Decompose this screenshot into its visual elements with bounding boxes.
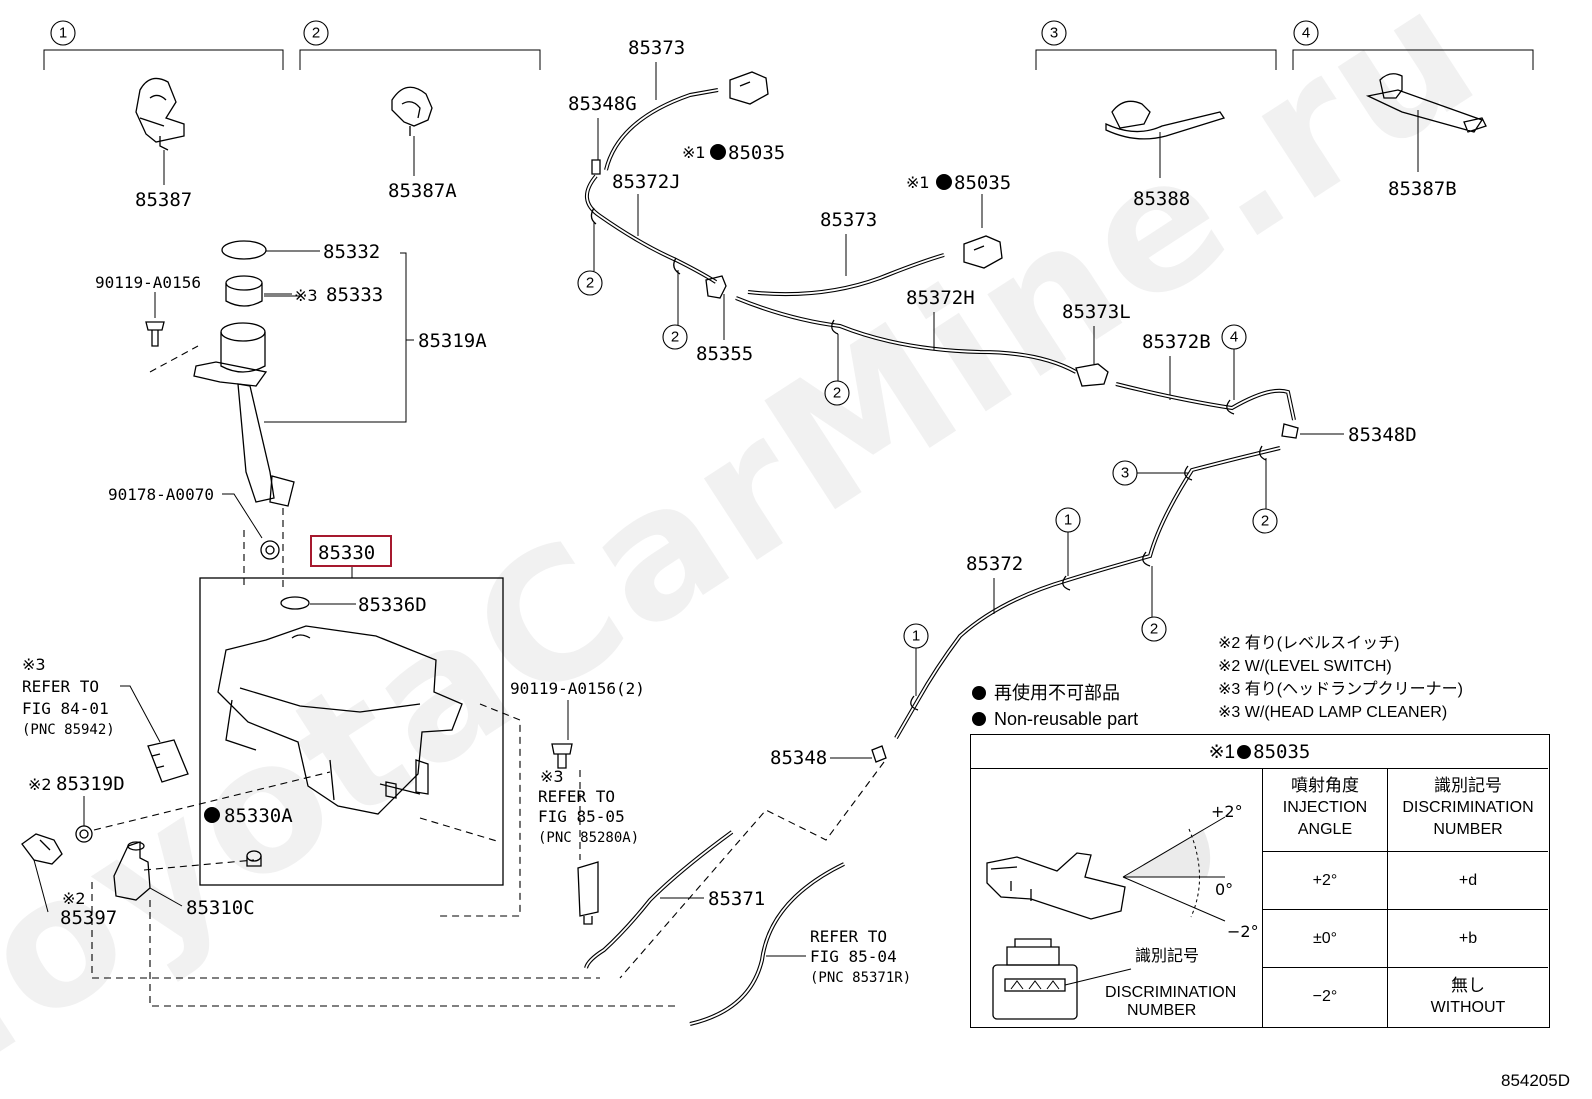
svg-text:85330A: 85330A	[224, 805, 293, 827]
filled-dot-icon	[1237, 745, 1252, 759]
label-85387A: 85387A	[388, 180, 457, 202]
group-1: 1 85387	[43, 20, 284, 211]
non-reusable-legend: 再使用不可部品 Non-reusable part	[972, 680, 1138, 732]
filler-assembly: 85332 ※3 85333 85319A 90119-A0156 90178-…	[95, 240, 487, 590]
svg-text:2: 2	[312, 25, 320, 42]
svg-text:90178-A0070: 90178-A0070	[108, 485, 214, 504]
svg-text:85348: 85348	[770, 747, 827, 769]
nozzle-angle-illustration: +2° 0° −2° 識別記号 DISCRIMINATION NUMBER	[986, 802, 1259, 1020]
svg-text:1: 1	[1064, 512, 1072, 529]
svg-text:3: 3	[1050, 25, 1058, 42]
filled-dot-icon	[972, 712, 986, 726]
svg-text:2: 2	[1261, 513, 1269, 530]
svg-text:※1: ※1	[906, 173, 930, 192]
svg-text:85319D: 85319D	[56, 773, 125, 795]
svg-text:FIG 85-04: FIG 85-04	[810, 947, 897, 966]
svg-text:85373: 85373	[820, 209, 877, 231]
svg-text:(PNC 85280A): (PNC 85280A)	[538, 830, 639, 846]
hose-routing-main: 3 2 1 2 1 85372 85348 85371 REFER TO	[584, 445, 1281, 1026]
table-cell: +b	[1458, 930, 1478, 947]
svg-text:85319A: 85319A	[418, 330, 487, 352]
svg-text:85397: 85397	[60, 907, 117, 929]
svg-text:85373L: 85373L	[1062, 301, 1131, 323]
svg-text:FIG 85-05: FIG 85-05	[538, 807, 625, 826]
svg-text:DISCRIMINATION: DISCRIMINATION	[1105, 984, 1236, 1001]
svg-text:※3: ※3	[540, 767, 564, 786]
svg-text:85372B: 85372B	[1142, 331, 1211, 353]
svg-text:REFER TO: REFER TO	[22, 677, 99, 696]
svg-text:85348G: 85348G	[568, 93, 637, 115]
table-cell: +2°	[1312, 872, 1338, 889]
svg-text:※3: ※3	[294, 286, 318, 305]
svg-text:2: 2	[1150, 621, 1158, 638]
svg-text:※2: ※2	[28, 775, 52, 794]
svg-text:2: 2	[833, 385, 841, 402]
svg-text:85348D: 85348D	[1348, 424, 1417, 446]
svg-text:※3: ※3	[22, 655, 46, 674]
bolt-and-headlamp-ref: 90119-A0156(2) ※3 REFER TO FIG 85-05 (PN…	[510, 679, 645, 925]
svg-text:4: 4	[1302, 25, 1310, 42]
svg-text:85035: 85035	[728, 142, 785, 164]
svg-text:85336D: 85336D	[358, 594, 427, 616]
highlight-box-85330	[310, 535, 392, 567]
label-85330: 85330	[318, 542, 375, 564]
svg-text:NUMBER: NUMBER	[1127, 1002, 1196, 1019]
svg-text:2: 2	[671, 329, 679, 346]
group-4: 4 85387B	[1292, 20, 1534, 200]
note-line: ※2 W/(LEVEL SWITCH)	[1218, 658, 1392, 675]
filled-dot-icon	[972, 686, 986, 700]
svg-text:85310C: 85310C	[186, 897, 255, 919]
svg-text:85035: 85035	[954, 172, 1011, 194]
note-line: ※3 有り(ヘッドランプクリーナー)	[1218, 681, 1463, 698]
svg-text:−2°: −2°	[1227, 922, 1259, 941]
hose-routing-top: 85373 85348G ※1 85035 85372J 2 2 85355 ※…	[568, 37, 1417, 446]
svg-text:85355: 85355	[696, 343, 753, 365]
svg-text:※2: ※2	[62, 889, 86, 908]
note-line: ※3 W/(HEAD LAMP CLEANER)	[1218, 704, 1448, 721]
svg-text:FIG 84-01: FIG 84-01	[22, 699, 109, 718]
table-cell: 無し WITHOUT	[1430, 976, 1506, 1016]
svg-text:(PNC 85942): (PNC 85942)	[22, 722, 115, 738]
group-3: 3 85388	[1035, 20, 1277, 210]
svg-text:1: 1	[912, 628, 920, 645]
svg-text:85371: 85371	[708, 888, 765, 910]
svg-text:(PNC 85371R): (PNC 85371R)	[810, 970, 911, 986]
svg-text:REFER TO: REFER TO	[810, 927, 887, 946]
svg-text:85372J: 85372J	[612, 171, 681, 193]
left-side-parts: ※3 REFER TO FIG 84-01 (PNC 85942) ※2 853…	[21, 655, 680, 1007]
svg-text:85332: 85332	[323, 241, 380, 263]
table-cell: ±0°	[1312, 930, 1338, 947]
label-85387: 85387	[135, 189, 192, 211]
svg-text:85373: 85373	[628, 37, 685, 59]
table-cell: −2°	[1312, 988, 1338, 1005]
svg-text:REFER TO: REFER TO	[538, 787, 615, 806]
label-85388: 85388	[1133, 188, 1190, 210]
group-2: 2 85387A	[299, 20, 541, 202]
svg-text:3: 3	[1121, 465, 1129, 482]
svg-text:90119-A0156: 90119-A0156	[95, 273, 201, 292]
svg-text:85333: 85333	[326, 284, 383, 306]
svg-text:85372H: 85372H	[906, 287, 975, 309]
variant-notes: ※2 有り(レベルスイッチ) ※2 W/(LEVEL SWITCH) ※3 有り…	[1218, 632, 1463, 724]
note-line: ※2 有り(レベルスイッチ)	[1218, 635, 1400, 652]
svg-text:90119-A0156(2): 90119-A0156(2)	[510, 679, 645, 698]
table-cell: +d	[1458, 872, 1478, 889]
reservoir-assembly: 85330 85336D 85330A	[199, 542, 521, 917]
svg-text:識別記号: 識別記号	[1135, 947, 1199, 965]
svg-text:85372: 85372	[966, 553, 1023, 575]
svg-text:※1: ※1	[682, 143, 706, 162]
svg-text:+2°: +2°	[1211, 802, 1243, 821]
svg-text:1: 1	[59, 25, 67, 42]
header-injection-angle: 噴射角度 INJECTION ANGLE	[1282, 776, 1368, 838]
figure-code: 854205D	[1500, 1071, 1570, 1090]
svg-text:4: 4	[1230, 329, 1238, 346]
svg-text:0°: 0°	[1215, 880, 1233, 899]
label-85387B: 85387B	[1388, 178, 1457, 200]
svg-text:2: 2	[586, 275, 594, 292]
header-discrimination-number: 識別記号 DISCRIMINATION NUMBER	[1402, 776, 1534, 838]
